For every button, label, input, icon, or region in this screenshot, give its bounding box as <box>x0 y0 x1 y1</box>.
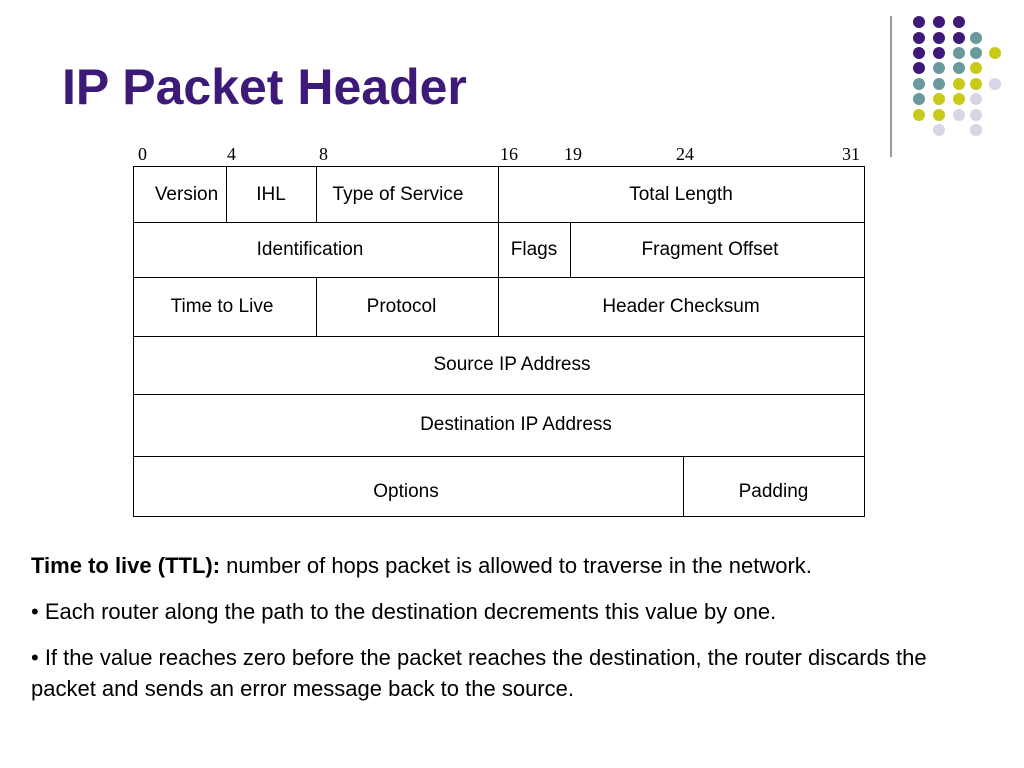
decorative-dot <box>953 62 965 74</box>
decorative-dot <box>933 32 945 44</box>
row-divider <box>134 277 864 278</box>
decorative-dot <box>970 32 982 44</box>
field-padding: Padding <box>738 481 809 502</box>
field-ihl: IHL <box>256 183 286 205</box>
decorative-dot <box>933 47 945 59</box>
decorative-dot <box>933 109 945 121</box>
decorative-dot <box>933 78 945 90</box>
bit-marker-8: 8 <box>319 144 328 164</box>
ttl-definition: Time to live (TTL): number of hops packe… <box>31 550 812 581</box>
column-divider <box>316 167 317 222</box>
row-divider <box>134 222 864 223</box>
decorative-dot <box>913 32 925 44</box>
decorative-dot <box>953 16 965 28</box>
decorative-dot <box>989 47 1001 59</box>
decorative-dot <box>913 78 925 90</box>
bit-marker-0: 0 <box>138 144 147 164</box>
row-divider <box>134 456 864 457</box>
decorative-dot <box>913 109 925 121</box>
bullet-decrement: • Each router along the path to the dest… <box>31 599 777 624</box>
decorative-dot <box>953 32 965 44</box>
field-fragment-offset: Fragment Offset <box>641 238 779 260</box>
decorative-dot <box>989 78 1001 90</box>
column-divider <box>316 277 317 336</box>
decorative-dot <box>913 16 925 28</box>
field-options: Options <box>373 481 439 502</box>
bullet-zero-ttl: • If the value reaches zero before the p… <box>31 645 927 701</box>
decorative-dot <box>953 78 965 90</box>
decorative-dot <box>970 124 982 136</box>
decorative-dot <box>953 47 965 59</box>
field-source-ip-address: Source IP Address <box>433 354 591 375</box>
decorative-dot <box>970 78 982 90</box>
decorative-dot <box>933 124 945 136</box>
decorative-dot <box>953 109 965 121</box>
field-destination-ip-address: Destination IP Address <box>420 414 612 435</box>
decorative-dot <box>970 93 982 105</box>
decorative-dot <box>933 62 945 74</box>
field-type-of-service: Type of Service <box>332 183 464 205</box>
decorative-dot <box>970 109 982 121</box>
ttl-term: Time to live (TTL): <box>31 553 221 578</box>
column-divider <box>226 167 227 222</box>
column-divider <box>498 167 499 222</box>
decorative-dot <box>913 47 925 59</box>
decorative-dot <box>933 16 945 28</box>
decorative-dot <box>953 93 965 105</box>
divider-line <box>890 16 892 157</box>
decorative-dot <box>933 93 945 105</box>
bit-marker-4: 4 <box>227 144 236 164</box>
bit-marker-19: 19 <box>564 144 582 164</box>
column-divider <box>498 222 499 277</box>
bit-marker-31: 31 <box>842 144 860 164</box>
decorative-dot <box>970 47 982 59</box>
column-divider <box>683 456 684 516</box>
bit-marker-24: 24 <box>676 144 694 164</box>
field-version: Version <box>154 183 219 205</box>
field-protocol: Protocol <box>366 295 437 317</box>
row-divider <box>134 336 864 337</box>
field-header-checksum: Header Checksum <box>602 295 760 317</box>
row-divider <box>134 394 864 395</box>
ip-header-table: Version IHL Type of Service Total Length… <box>133 166 865 517</box>
column-divider <box>498 277 499 336</box>
decorative-dot <box>970 62 982 74</box>
column-divider <box>570 222 571 277</box>
field-identification: Identification <box>256 238 364 260</box>
field-time-to-live: Time to Live <box>170 295 274 317</box>
decorative-dot <box>913 62 925 74</box>
field-flags: Flags <box>510 238 558 260</box>
slide-title: IP Packet Header <box>62 59 467 115</box>
field-total-length: Total Length <box>629 183 733 205</box>
ttl-definition-text: number of hops packet is allowed to trav… <box>220 553 812 578</box>
bit-marker-16: 16 <box>500 144 518 164</box>
decorative-dot <box>913 93 925 105</box>
